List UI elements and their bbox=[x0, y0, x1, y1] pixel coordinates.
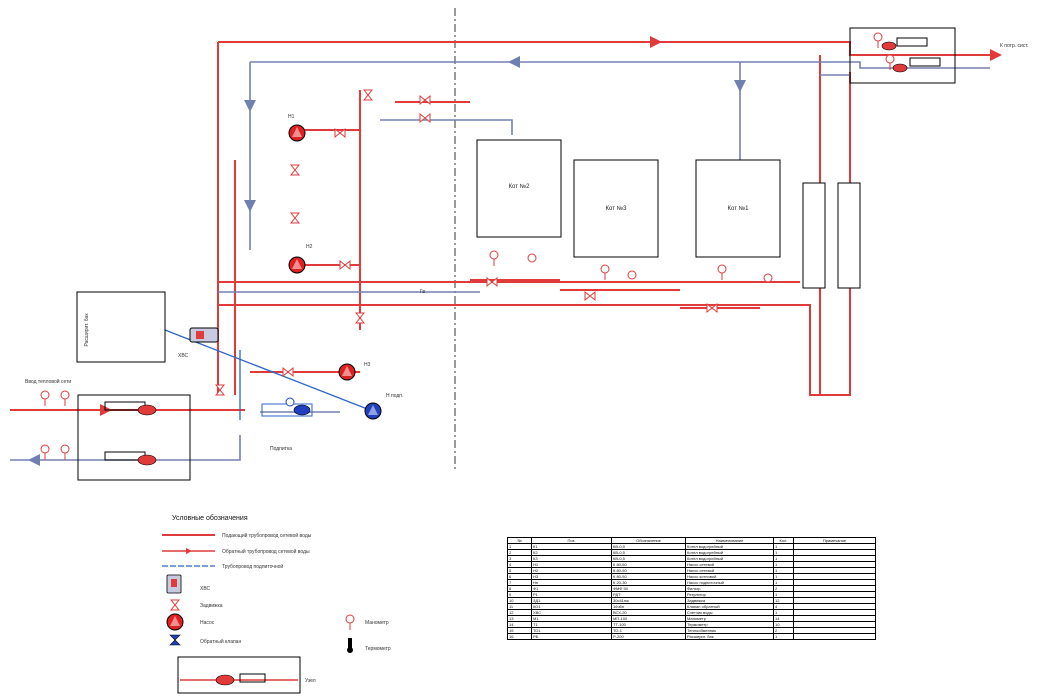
boiler-3 bbox=[573, 159, 659, 258]
inlet-assembly-box bbox=[77, 394, 191, 481]
heat-exchanger-2 bbox=[837, 182, 861, 289]
pump-2-label: Н2 bbox=[306, 244, 313, 250]
boiler-2 bbox=[476, 139, 562, 238]
boiler-2-group: Кот №2 bbox=[476, 139, 562, 238]
boiler-1-label: Кот №1 bbox=[728, 205, 750, 212]
gauges bbox=[489, 250, 773, 283]
boiler-3-group: Кот №3 bbox=[573, 159, 659, 258]
legend-item-gauge: Манометр bbox=[365, 620, 389, 626]
legend-item-assembly: Узел bbox=[305, 678, 316, 684]
flow-mark-label: Гв bbox=[420, 289, 425, 295]
legend-item-check: Обратный клапан bbox=[200, 638, 241, 645]
water-meter-label: ХВС bbox=[178, 353, 189, 359]
legend-gauge-icon bbox=[345, 614, 355, 631]
legend-item-supply: Подающий трубопровод сетевой воды bbox=[222, 532, 312, 539]
makeup-pipes bbox=[164, 329, 376, 420]
legend: Условные обозначения Подающий трубопрово… bbox=[162, 514, 391, 694]
table-cell: РБ bbox=[531, 633, 612, 640]
heat-exchanger-1 bbox=[802, 182, 826, 289]
boiler-3-label: Кот №3 bbox=[606, 205, 628, 212]
table-cell: Расширит. бак bbox=[685, 633, 774, 640]
legend-thermometer-icon bbox=[347, 638, 353, 653]
makeup-assembly: Гв bbox=[261, 289, 425, 417]
legend-assembly-icon bbox=[177, 656, 301, 694]
legend-item-valve: Задвижка bbox=[200, 603, 223, 609]
pump-2-icon bbox=[288, 256, 306, 274]
return-pipes bbox=[10, 61, 990, 461]
outlet-right-label: К потр. сист. bbox=[1000, 43, 1028, 49]
boiler-1-group: Кот №1 bbox=[695, 159, 781, 258]
pump-1-label: Н1 bbox=[288, 114, 295, 120]
inlet-left-label: Ввод тепловой сети bbox=[25, 378, 71, 385]
boiler-1 bbox=[695, 159, 781, 258]
boiler-2-label: Кот №2 bbox=[509, 183, 531, 190]
legend-item-makeup: Трубопровод подпиточной bbox=[222, 563, 283, 570]
outlet-assembly-box bbox=[849, 27, 956, 84]
pump-3-icon bbox=[338, 363, 356, 381]
pump-1-icon bbox=[288, 124, 306, 142]
legend-title: Условные обозначения bbox=[172, 514, 248, 522]
legend-item-thermo: Термометр bbox=[365, 646, 391, 652]
expansion-tank-box bbox=[76, 291, 166, 363]
table-cell bbox=[793, 633, 876, 640]
makeup-line-label: Подпитка bbox=[270, 446, 292, 452]
legend-item-meter: ХВС bbox=[200, 586, 211, 592]
makeup-pump-label: Н подп. bbox=[386, 393, 403, 399]
table-cell: Р-200 bbox=[611, 633, 686, 640]
legend-pump-icon bbox=[166, 613, 184, 631]
legend-item-pump: Насос bbox=[200, 620, 215, 626]
legend-check-valve-icon bbox=[169, 634, 181, 646]
pump-3-label: Н3 bbox=[364, 362, 371, 368]
tank-box-label: Расширит. бак bbox=[84, 313, 90, 347]
legend-item-return: Обратный трубопровод сетевой воды bbox=[222, 548, 310, 555]
table-cell: 1 bbox=[773, 633, 794, 640]
legend-valve-icon bbox=[170, 599, 180, 611]
outlet-fittings bbox=[873, 32, 941, 73]
inlet-fittings bbox=[40, 390, 157, 466]
makeup-pump-icon bbox=[364, 402, 382, 420]
specification-table: № Поз. Обозначение Наименование Кол. При… bbox=[507, 537, 876, 640]
table-cell: 16 bbox=[507, 633, 532, 640]
